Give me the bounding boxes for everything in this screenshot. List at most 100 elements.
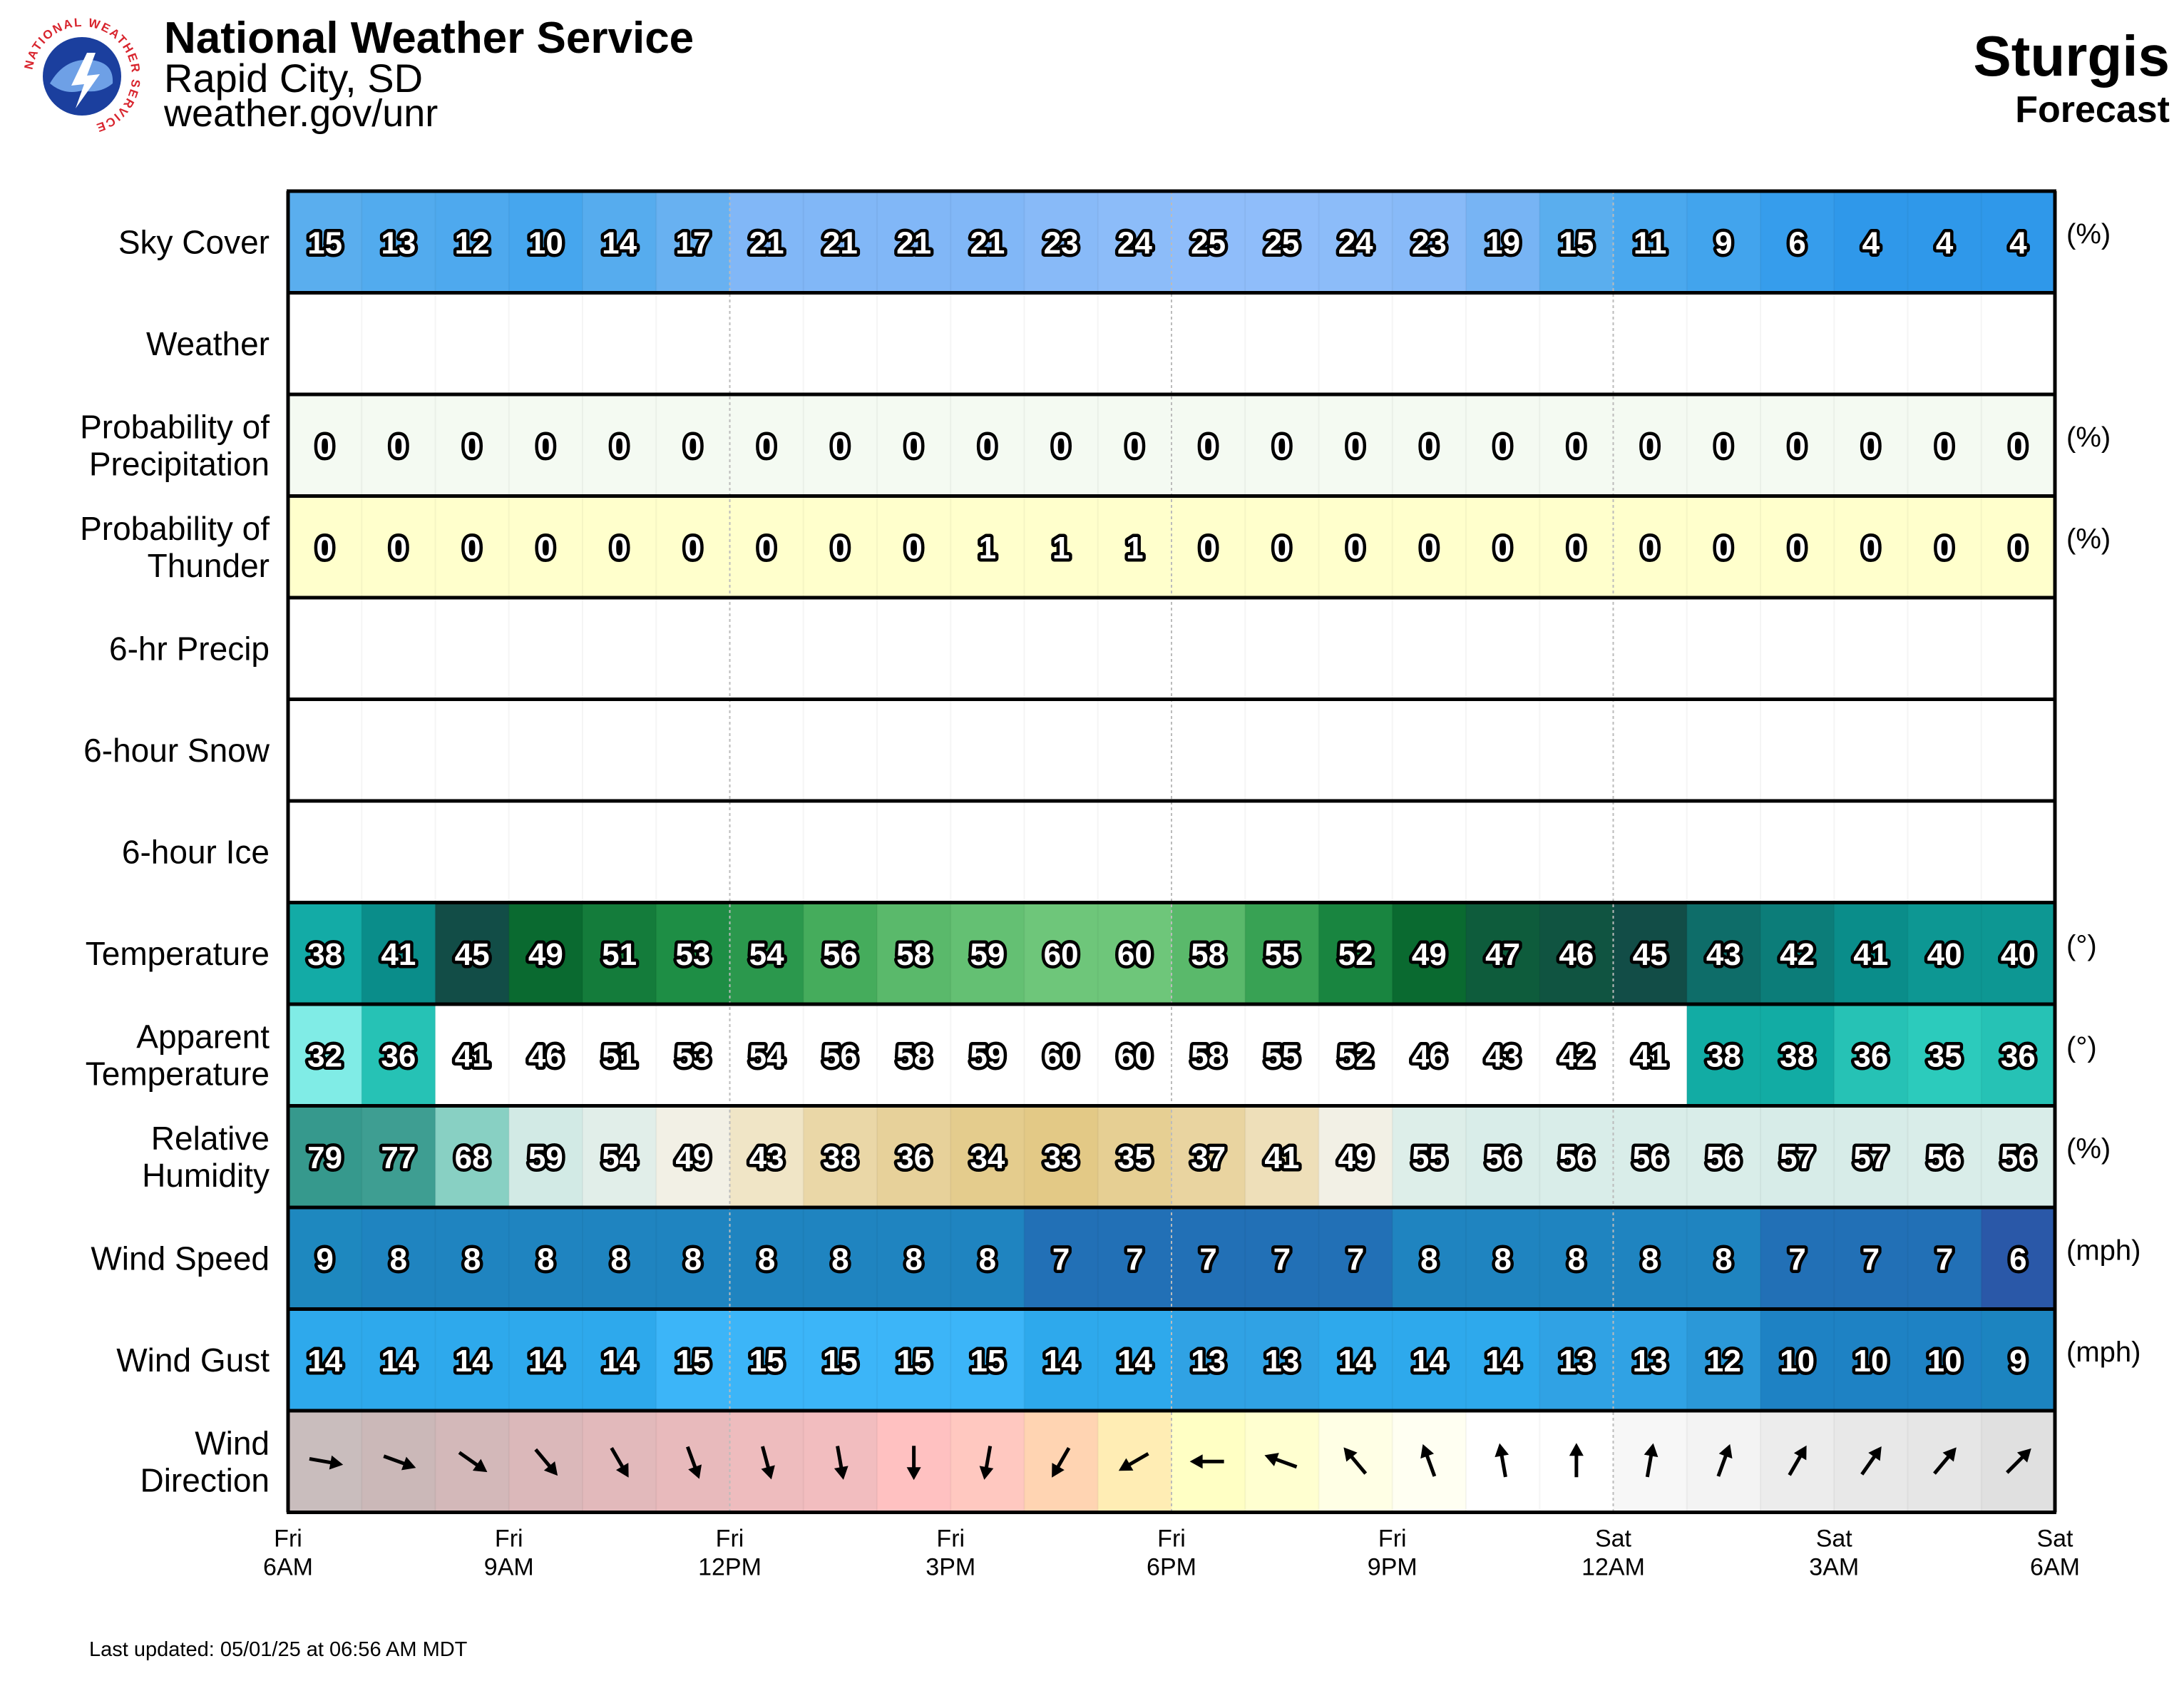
- cell-value: 55: [1264, 1038, 1299, 1073]
- cell-pop-5: [656, 394, 731, 496]
- cell-rh-3: [508, 1105, 583, 1207]
- cell-value: 46: [528, 1038, 563, 1073]
- cell-temp-9: [950, 902, 1025, 1004]
- cell-value: 14: [528, 1344, 563, 1379]
- arrow-head: [1718, 1444, 1733, 1459]
- cell-empty-16: [1466, 598, 1540, 700]
- cell-value: 10: [1780, 1344, 1815, 1379]
- cell-value: 1: [1126, 531, 1143, 566]
- arrow-shaft: [1645, 1451, 1654, 1478]
- cell-wspd-0: [288, 1207, 362, 1309]
- cell-empty-10: [1024, 801, 1099, 903]
- cell-apparent-10: [1024, 1004, 1099, 1106]
- cell-value: 56: [1706, 1140, 1741, 1175]
- cell-value: 46: [1412, 1038, 1447, 1073]
- cell-value: 8: [463, 1242, 481, 1277]
- cell-value: 10: [1927, 1344, 1962, 1379]
- cell-value: 8: [610, 1242, 627, 1277]
- cell-value: 54: [749, 937, 784, 972]
- cell-value: 57: [1780, 1140, 1815, 1175]
- arrow-head: [1343, 1447, 1358, 1462]
- cell-value: 25: [1191, 225, 1226, 260]
- cell-thunder-20: [1760, 496, 1835, 598]
- cell-value: 56: [2001, 1140, 2036, 1175]
- cell-empty-14: [1318, 801, 1393, 903]
- cell-empty-8: [877, 292, 951, 394]
- arrow-head: [1264, 1453, 1279, 1466]
- cell-value: 13: [1559, 1344, 1594, 1379]
- row-label: 6-hr Precip: [109, 630, 270, 667]
- cell-temp-16: [1466, 902, 1540, 1004]
- cell-sky-5: [656, 191, 731, 293]
- cell-value: 77: [381, 1140, 416, 1175]
- cell-empty-18: [1613, 598, 1688, 700]
- x-tick-time: 3PM: [926, 1554, 975, 1581]
- cell-wgust-1: [362, 1309, 436, 1411]
- cell-value: 56: [1485, 1140, 1520, 1175]
- cell-thunder-0: [288, 496, 362, 598]
- cell-rh-9: [950, 1105, 1025, 1207]
- cell-value: 8: [758, 1242, 775, 1277]
- cell-empty-13: [1245, 801, 1320, 903]
- cell-value: 0: [463, 429, 481, 464]
- cell-value: 33: [1044, 1140, 1079, 1175]
- wind-direction-arrow: [1189, 1454, 1224, 1469]
- cell-empty-8: [877, 801, 951, 903]
- cell-thunder-7: [803, 496, 878, 598]
- cell-value: 13: [1264, 1344, 1299, 1379]
- cell-rh-2: [435, 1105, 510, 1207]
- wind-direction-arrow: [309, 1455, 344, 1470]
- cell-apparent-7: [803, 1004, 878, 1106]
- cell-value: 8: [979, 1242, 996, 1277]
- cell-value: 12: [1706, 1344, 1741, 1379]
- cell-empty-19: [1686, 292, 1761, 394]
- cell-pop-15: [1392, 394, 1467, 496]
- cell-value: 68: [455, 1140, 490, 1175]
- cell-sky-7: [803, 191, 878, 293]
- row-label: Sky Cover: [118, 223, 270, 260]
- cell-empty-9: [950, 292, 1025, 394]
- office-url[interactable]: weather.gov/unr: [164, 92, 439, 135]
- cell-empty-4: [583, 598, 657, 700]
- row-rh-9: [288, 1105, 2056, 1207]
- cell-empty-11: [1097, 598, 1172, 700]
- cell-value: 0: [905, 531, 922, 566]
- wind-direction-arrow: [1644, 1443, 1658, 1478]
- cell-apparent-3: [508, 1004, 583, 1106]
- cell-temp-6: [729, 902, 804, 1004]
- cell-empty-1: [362, 699, 436, 801]
- cell-empty-22: [1907, 699, 1982, 801]
- cell-sky-0: [288, 191, 362, 293]
- arrow-head: [1189, 1454, 1203, 1469]
- cell-wspd-22: [1907, 1207, 1982, 1309]
- cell-value: 38: [1780, 1038, 1815, 1073]
- cell-empty-11: [1097, 292, 1172, 394]
- cell-rh-5: [656, 1105, 731, 1207]
- cell-apparent-18: [1613, 1004, 1688, 1106]
- cell-sky-17: [1539, 191, 1614, 293]
- cell-thunder-4: [583, 496, 657, 598]
- cell-apparent-9: [950, 1004, 1025, 1106]
- cell-empty-21: [1834, 699, 1909, 801]
- cell-apparent-17: [1539, 1004, 1614, 1106]
- cell-value: 0: [1862, 531, 1880, 566]
- cell-apparent-2: [435, 1004, 510, 1106]
- cell-empty-5: [656, 292, 731, 394]
- cell-rh-8: [877, 1105, 951, 1207]
- cell-value: 4: [1862, 225, 1880, 260]
- cell-value: 15: [675, 1344, 710, 1379]
- cell-value: 15: [749, 1344, 784, 1379]
- row-unit: (%): [2066, 218, 2111, 250]
- cell-wgust-18: [1613, 1309, 1688, 1411]
- cell-apparent-11: [1097, 1004, 1172, 1106]
- cell-rh-22: [1907, 1105, 1982, 1207]
- cell-value: 9: [1715, 225, 1732, 260]
- cell-value: 0: [1494, 429, 1511, 464]
- wind-direction-arrow: [1716, 1444, 1733, 1477]
- cell-value: 0: [979, 429, 996, 464]
- x-tick-day: Sat: [1595, 1526, 1632, 1553]
- cell-wgust-14: [1318, 1309, 1393, 1411]
- cell-wgust-2: [435, 1309, 510, 1411]
- row-apparent-8: [288, 1004, 2056, 1106]
- cell-rh-11: [1097, 1105, 1172, 1207]
